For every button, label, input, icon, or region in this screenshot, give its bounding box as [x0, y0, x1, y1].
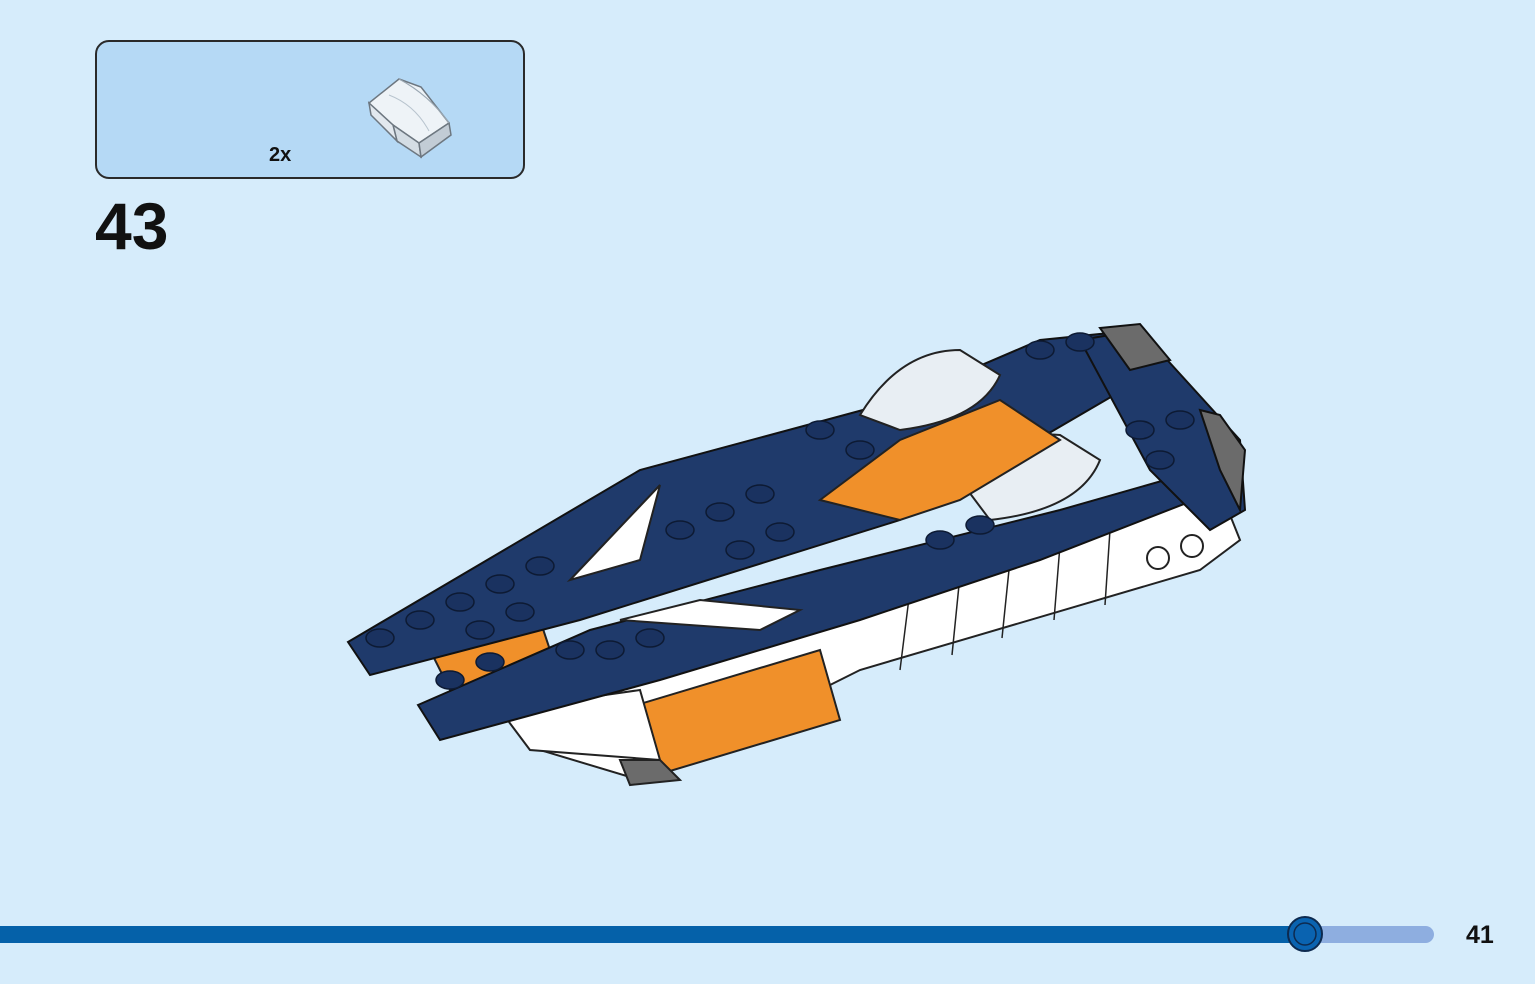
progress-indicator-knob: [1287, 916, 1323, 952]
parts-callout-box: 2x: [95, 40, 525, 179]
step-number: 43: [95, 189, 169, 263]
page-number: 41: [1466, 921, 1494, 949]
part-quantity: 2x: [269, 144, 292, 166]
progress-bar-completed: [0, 926, 1306, 943]
progress-bar-remaining: [1300, 926, 1434, 943]
jet-model-illustration: [346, 322, 1247, 787]
clear-curved-slope-piece-icon: [367, 78, 452, 159]
